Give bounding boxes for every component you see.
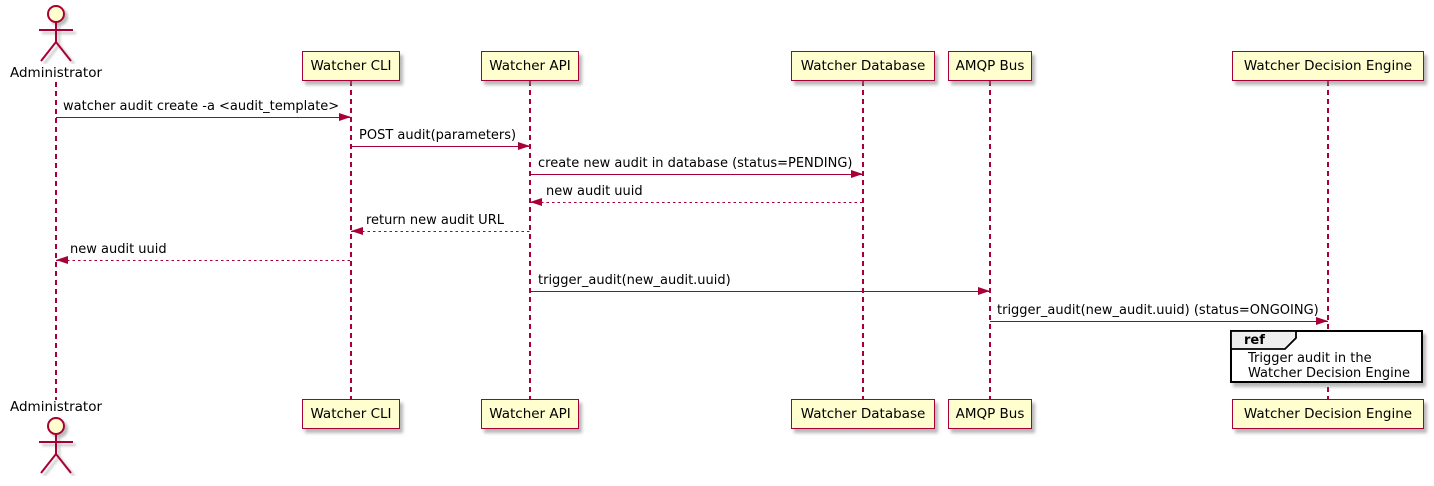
arrowhead-left-icon [56, 256, 68, 264]
participant-top-watcher-database: Watcher Database [791, 51, 935, 81]
participant-top-watcher-decision-engine: Watcher Decision Engine [1232, 51, 1424, 81]
participant-label: Watcher CLI [310, 406, 392, 422]
message-line [56, 117, 351, 119]
participant-bottom-watcher-database: Watcher Database [791, 399, 935, 429]
participant-top-amqp-bus: AMQP Bus [948, 51, 1032, 81]
participant-label: AMQP Bus [955, 406, 1025, 422]
arrowhead-right-icon [1316, 317, 1328, 325]
message-label: POST audit(parameters) [359, 128, 517, 143]
ref-tab [1230, 330, 1297, 350]
message-line [351, 146, 530, 148]
participant-bottom-amqp-bus: AMQP Bus [948, 399, 1032, 429]
arrowhead-right-icon [851, 170, 863, 178]
actor-label-bottom: Administrator [9, 399, 103, 415]
lifeline-watcher-cli [350, 81, 352, 399]
lifeline-watcher-decision-engine [1327, 81, 1329, 399]
arrowhead-left-icon [351, 227, 363, 235]
message-line [530, 202, 863, 204]
lifeline-watcher-database [862, 81, 864, 399]
ref-text-line: Watcher Decision Engine [1248, 366, 1410, 381]
message-line [351, 231, 530, 233]
participant-label: Watcher CLI [310, 58, 392, 74]
message-label: return new audit URL [366, 213, 504, 228]
lifeline-amqp-bus [989, 81, 991, 399]
participant-label: AMQP Bus [955, 58, 1025, 74]
message-label: trigger_audit(new_audit.uuid) (status=ON… [997, 303, 1319, 318]
participant-top-watcher-cli: Watcher CLI [302, 51, 400, 81]
message-label: new audit uuid [546, 184, 643, 199]
ref-text-line: Trigger audit in the [1248, 351, 1372, 366]
message-line [530, 291, 990, 293]
participant-label: Watcher Decision Engine [1243, 406, 1413, 422]
lifeline-administrator [55, 82, 57, 400]
ref-label: ref [1244, 333, 1265, 348]
participant-label: Watcher Database [800, 58, 926, 74]
arrowhead-right-icon [339, 113, 351, 121]
actor-label-top: Administrator [9, 65, 103, 81]
message-label: new audit uuid [70, 242, 167, 257]
participant-label: Watcher Database [800, 406, 926, 422]
participant-label: Watcher Decision Engine [1243, 58, 1413, 74]
ref-fragment: ref Trigger audit in the Watcher Decisio… [1230, 330, 1423, 383]
message-label: trigger_audit(new_audit.uuid) [538, 273, 731, 288]
actor-icon [39, 417, 73, 474]
message-label: watcher audit create -a <audit_template> [63, 99, 340, 114]
participant-bottom-watcher-decision-engine: Watcher Decision Engine [1232, 399, 1424, 429]
message-line [530, 174, 863, 176]
lifeline-watcher-api [529, 81, 531, 399]
message-label: create new audit in database (status=PEN… [538, 156, 853, 171]
message-line [990, 321, 1328, 323]
actor-icon [39, 5, 73, 62]
arrowhead-right-icon [978, 287, 990, 295]
participant-top-watcher-api: Watcher API [481, 51, 579, 81]
message-line [56, 260, 351, 262]
participant-bottom-watcher-cli: Watcher CLI [302, 399, 400, 429]
arrowhead-right-icon [518, 142, 530, 150]
arrowhead-left-icon [530, 198, 542, 206]
participant-label: Watcher API [489, 406, 571, 422]
participant-label: Watcher API [489, 58, 571, 74]
participant-bottom-watcher-api: Watcher API [481, 399, 579, 429]
